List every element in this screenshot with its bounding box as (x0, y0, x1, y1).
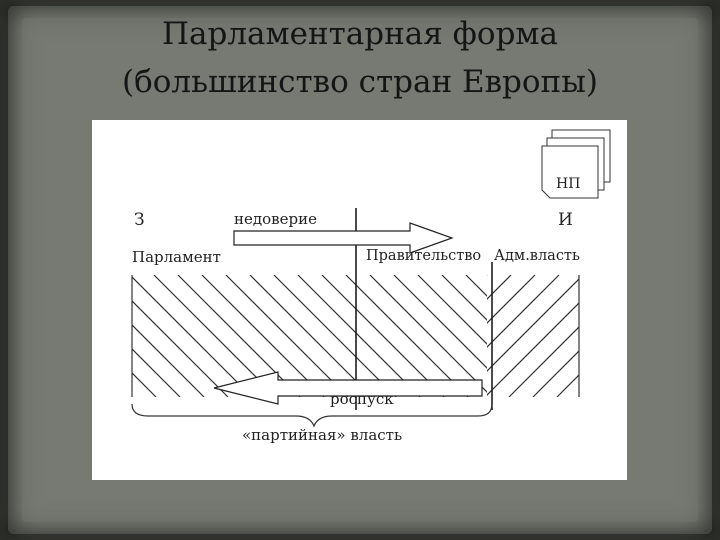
hatch-line (487, 302, 579, 396)
label-admin-power: Адм.власть (494, 248, 580, 264)
hatch-right (487, 275, 627, 397)
hatch-line (487, 278, 579, 372)
hatch-line (321, 275, 445, 397)
hatch-line (345, 275, 469, 397)
hatch-line (532, 350, 579, 397)
label-i: И (558, 210, 573, 230)
slide-title-line1: Парламентарная форма (161, 16, 559, 52)
diagram-svg (131, 129, 627, 428)
nedoverie-arrow (233, 222, 454, 254)
rospusk-arrow (213, 371, 483, 405)
hatch-line (487, 275, 536, 324)
label-rospusk: роспуск (330, 390, 394, 408)
hatch-line (417, 275, 487, 345)
hatch-left (132, 275, 627, 397)
hatch-line (393, 275, 487, 369)
label-party-power: «партийная» власть (242, 426, 403, 444)
hatch-line (487, 275, 512, 300)
hatch-line (441, 275, 487, 321)
hatch-line (132, 324, 205, 397)
diagram-canvas: З недоверие И НП Парламент Правительство… (92, 120, 627, 480)
hatch-line (487, 275, 560, 348)
hatch-line (605, 275, 627, 397)
label-nedoverie: недоверие (234, 210, 317, 228)
hatch-line (586, 275, 627, 397)
hatch-line (273, 275, 397, 397)
hatch-line (132, 276, 253, 397)
hatch-line (465, 275, 487, 297)
hatch-line (249, 275, 373, 397)
hatch-line (132, 372, 157, 397)
hatch-line (562, 275, 627, 397)
slide-title-line2: (большинство стран Европы) (122, 64, 598, 100)
label-npa: НП (556, 176, 581, 192)
hatch-line (177, 275, 301, 397)
hatch-line (508, 326, 579, 397)
hatch-line (369, 275, 487, 393)
hatch-line (132, 348, 181, 397)
npa-document-icon (541, 129, 611, 199)
hatch-line (297, 275, 421, 397)
hatch-line (556, 374, 579, 397)
hatch-line (225, 275, 349, 397)
party-power-brace (131, 403, 493, 428)
hatch-line (201, 275, 325, 397)
label-government: Правительство (366, 248, 482, 264)
label-parliament: Парламент (132, 248, 221, 266)
label-z: З (134, 210, 145, 230)
hatch-line (132, 300, 229, 397)
hatch-line (153, 275, 277, 397)
hatch-line (132, 396, 133, 397)
hatch-line (581, 275, 627, 397)
